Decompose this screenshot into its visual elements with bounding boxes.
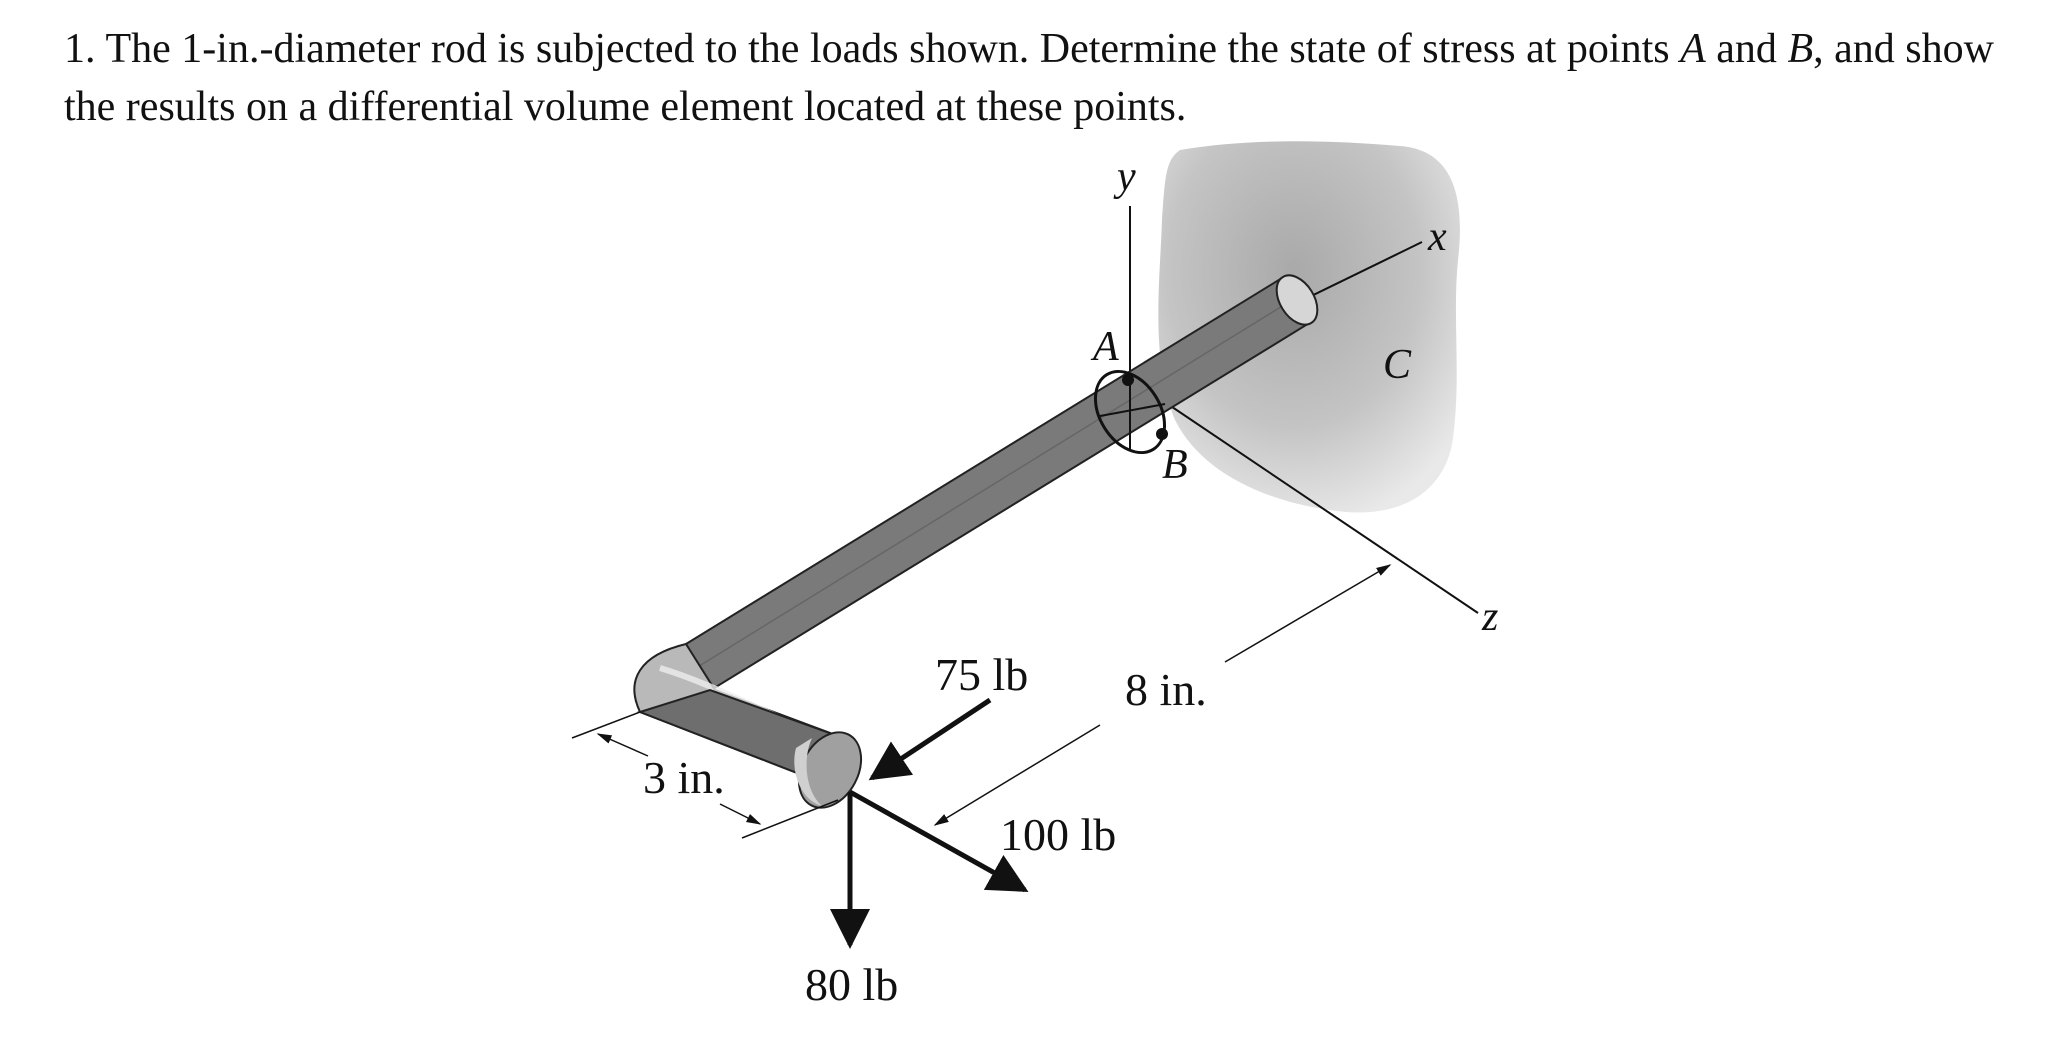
problem-point-a: A <box>1680 26 1706 72</box>
z-axis-line <box>1134 381 1479 614</box>
section-ellipse <box>1093 369 1167 455</box>
y-axis-label: y <box>1113 154 1136 200</box>
problem-text-2: , and show the results on a differential… <box>64 26 1994 130</box>
point-b-marker <box>1156 428 1168 440</box>
load-100-arrow <box>848 789 1029 893</box>
rod-free-end-shade <box>794 738 822 806</box>
load-75-arrow <box>868 697 992 781</box>
load-100-label: 100 lb <box>1000 809 1116 860</box>
dim-3-line-upper <box>596 733 649 757</box>
z-axis-label: z <box>1481 594 1498 640</box>
dim-3-extension-1 <box>571 711 641 739</box>
point-a-marker <box>1122 374 1134 386</box>
rod-end-at-wall <box>1275 274 1319 326</box>
dim-3-label: 3 in. <box>643 752 725 803</box>
point-c-label: C <box>1383 342 1412 388</box>
problem-text-and: and <box>1716 26 1777 72</box>
point-a-label: A <box>1090 324 1119 370</box>
problem-statement: 1.The 1-in.-diameter rod is subjected to… <box>64 20 2024 136</box>
load-80-label: 80 lb <box>805 959 898 1010</box>
dim-8-line-lower <box>933 724 1101 826</box>
problem-number: 1. <box>64 26 96 72</box>
dim-8-label: 8 in. <box>1125 664 1207 715</box>
load-75-label: 75 lb <box>935 649 1028 700</box>
problem-text-1: The 1-in.-diameter rod is subjected to t… <box>105 26 1670 72</box>
point-b-label: B <box>1162 442 1188 488</box>
fixed-wall-shading <box>1158 141 1460 513</box>
dim-3-extension-2 <box>741 799 839 839</box>
problem-point-b: B <box>1787 26 1814 72</box>
section-cross-1 <box>1099 403 1166 417</box>
x-axis-label: x <box>1427 214 1447 260</box>
dim-3-line-lower <box>719 803 762 825</box>
main-rod-highlight <box>695 299 1293 669</box>
main-rod <box>684 276 1313 692</box>
dim-8-line-upper <box>1224 564 1392 663</box>
